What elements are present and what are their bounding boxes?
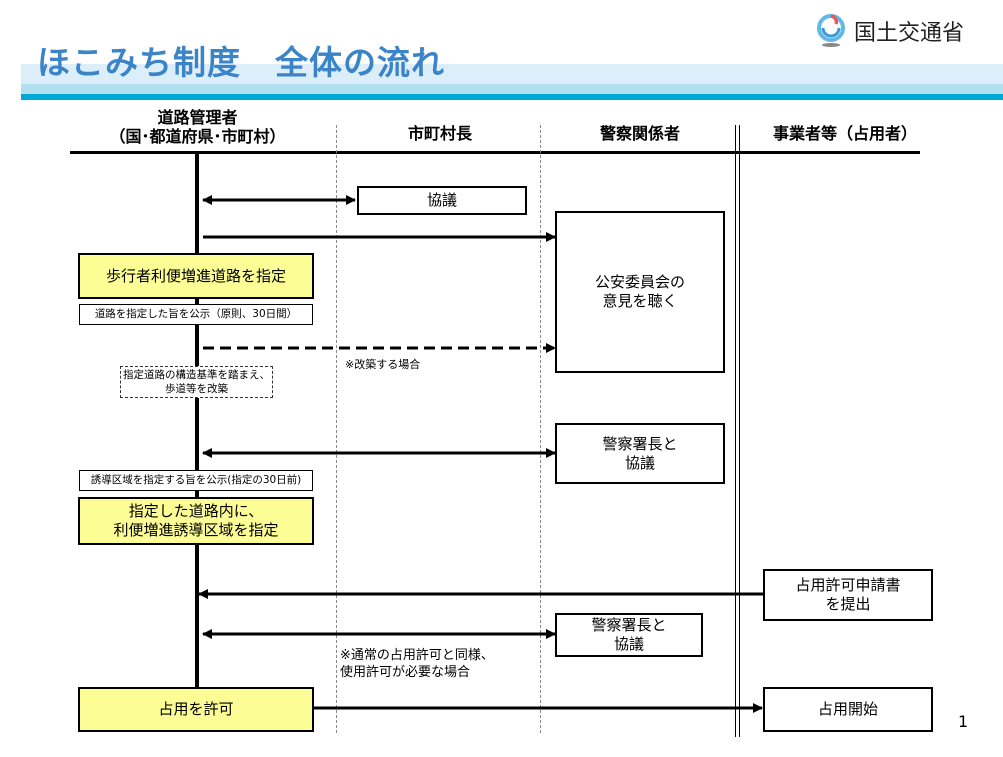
announce-zone-box: 誘導区域を指定する旨を公示(指定の30日前)	[79, 470, 313, 491]
lane-divider-2	[540, 125, 541, 733]
remodel-case-note: ※改築する場合	[345, 358, 421, 371]
road-admin-lifeline	[195, 152, 199, 687]
designate-zone-box: 指定した道路内に、 利便増進誘導区域を指定	[78, 497, 314, 545]
police-consult-box-1: 警察署長と 協議	[555, 423, 725, 484]
page-title: ほこみち制度 全体の流れ	[37, 43, 445, 82]
header-underline-right	[380, 151, 920, 154]
mlit-logo-icon	[817, 14, 845, 47]
page-number: 1	[958, 712, 969, 731]
ministry-name: 国土交通省	[854, 21, 965, 46]
usage-permit-note: ※通常の占用許可と同様、 使用許可が必要な場合	[340, 648, 494, 680]
lane-header-operator: 事業者等（占用者）	[772, 124, 917, 143]
public-safety-commission-box: 公安委員会の 意見を聴く	[555, 211, 725, 373]
remodel-box: 指定道路の構造基準を踏まえ、 歩道等を改築	[120, 366, 273, 398]
consult-municipality-box: 協議	[357, 186, 527, 215]
lane-divider-3	[735, 125, 740, 737]
ministry-logo: 国土交通省	[816, 14, 964, 48]
submit-application-box: 占用許可申請書 を提出	[763, 569, 933, 621]
lane-header-road-admin: 道路管理者 （国･都道府県･市町村）	[109, 108, 286, 146]
title-band-mid	[21, 84, 1003, 94]
title-band	[21, 64, 1003, 100]
lane-divider-1	[336, 125, 337, 733]
title-band-bar	[21, 94, 1003, 100]
header-underline	[70, 151, 380, 154]
designate-road-box: 歩行者利便増進道路を指定	[78, 253, 314, 299]
grant-permit-box: 占用を許可	[78, 687, 314, 732]
lane-header-municipality: 市町村長	[407, 124, 472, 143]
police-consult-box-2: 警察署長と 協議	[555, 613, 703, 657]
lane-header-police: 警察関係者	[599, 124, 680, 143]
start-occupancy-box: 占用開始	[763, 687, 933, 732]
announce-road-box: 道路を指定した旨を公示（原則、30日間）	[79, 304, 313, 325]
title-band-light	[21, 64, 1003, 84]
